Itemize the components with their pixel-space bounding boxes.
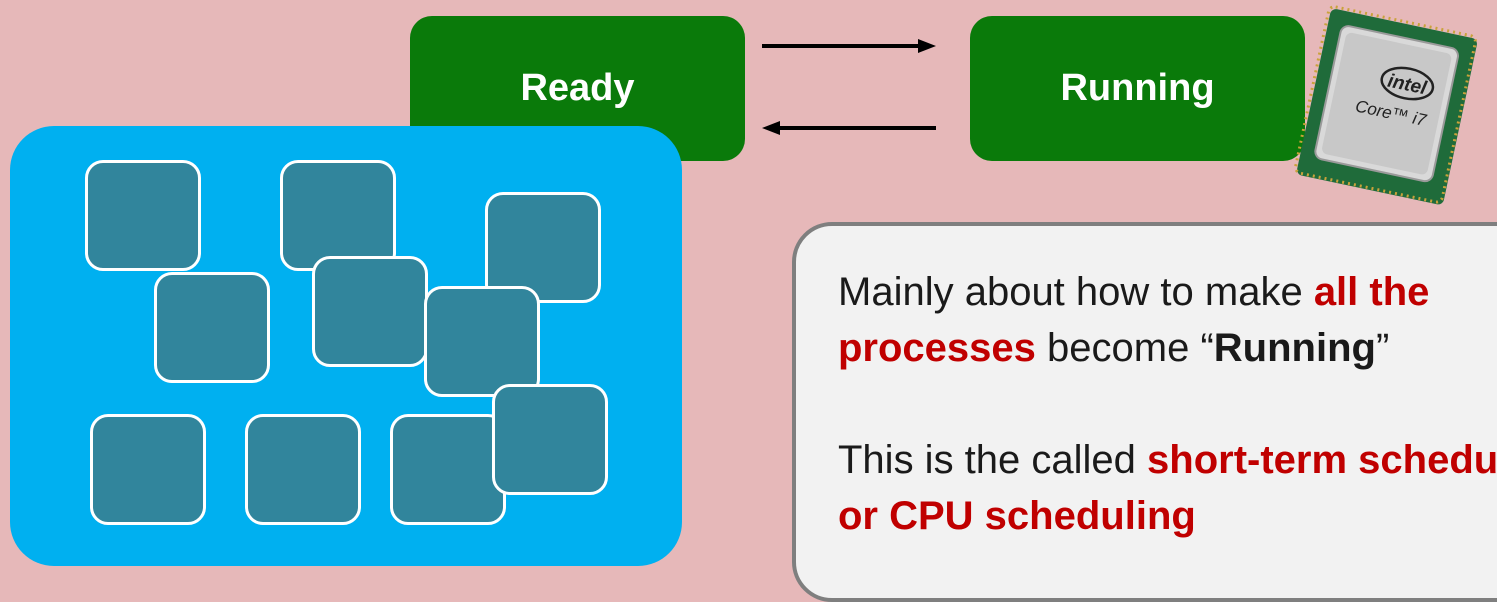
callout-text: ” <box>1375 326 1390 370</box>
running-state-label: Running <box>1060 67 1215 109</box>
process-box <box>312 256 428 367</box>
callout-line-1: Mainly about how to make all the <box>838 264 1497 320</box>
process-box <box>390 414 506 525</box>
callout-text: This is the called <box>838 438 1148 482</box>
dispatch-arrow <box>762 39 936 53</box>
cpu-chip-icon: intel Core™ i7 <box>1294 5 1477 205</box>
callout-line-2: processes become “Running” <box>838 320 1497 376</box>
ready-state-label: Ready <box>520 67 635 109</box>
callout-highlight: processes <box>838 326 1036 370</box>
callout-text: become “ <box>1035 326 1214 370</box>
callout-bold: Running <box>1213 326 1376 370</box>
process-box <box>280 160 396 271</box>
process-box <box>485 192 601 303</box>
transition-arrows <box>762 39 936 135</box>
callout-highlight: all the <box>1313 270 1430 314</box>
intel-logo-icon <box>1380 66 1435 101</box>
callout-text: Mainly about how to make <box>838 270 1314 314</box>
process-box <box>90 414 206 525</box>
process-box <box>85 160 201 271</box>
ready-queue-pool <box>10 126 682 566</box>
callout-line-3: This is the called short-term scheduling <box>838 432 1497 488</box>
callout-highlight: or CPU scheduling <box>838 494 1196 538</box>
callout-highlight: short-term scheduling <box>1147 438 1497 482</box>
callout-line-4: or CPU scheduling <box>838 488 1497 544</box>
process-box <box>492 384 608 495</box>
process-box <box>245 414 361 525</box>
process-box <box>424 286 540 397</box>
running-state-box: Running <box>970 16 1305 161</box>
process-box <box>154 272 270 383</box>
explanation-callout: Mainly about how to make all the process… <box>792 222 1497 602</box>
preempt-arrow <box>762 121 936 135</box>
